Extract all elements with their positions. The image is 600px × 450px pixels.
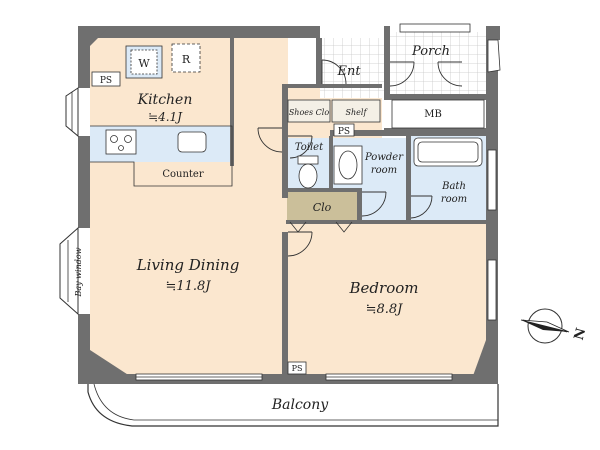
shoes-closet-label: Shoes Clo	[289, 108, 330, 117]
wall-left-upper	[78, 26, 90, 88]
door-closet	[289, 221, 353, 233]
bay-window-label: Bay window	[74, 247, 83, 297]
bathtub	[413, 137, 483, 167]
door-powder	[361, 191, 387, 217]
wall-shoes-top	[282, 84, 382, 88]
window-bath	[487, 149, 497, 211]
wall-bottom	[78, 374, 498, 384]
wall-ld-bedroom	[282, 232, 288, 374]
stove	[105, 129, 137, 155]
window-bay	[59, 226, 79, 316]
kitchen-area: ≒4.1J	[148, 110, 183, 124]
compass-icon	[520, 308, 570, 344]
door-entrance	[321, 59, 347, 85]
window-bedroom-right	[487, 259, 497, 321]
wall-porch-left	[384, 26, 390, 98]
entrance-name: Ent	[336, 64, 361, 79]
shelf	[331, 99, 381, 123]
bedroom-floor	[286, 222, 488, 374]
closet-floor	[287, 192, 357, 222]
sliding-door-ld	[135, 373, 263, 381]
sliding-door-bedroom	[325, 373, 453, 381]
wall-toilet-right	[329, 136, 333, 192]
bedroom-area: ≒8.8J	[366, 302, 404, 317]
door-bath	[410, 195, 433, 219]
balcony-name: Balcony	[271, 397, 329, 413]
wall-entry-left	[316, 38, 322, 86]
porch-opening	[399, 23, 471, 33]
wall-top	[78, 26, 320, 38]
balcony-outline	[87, 384, 499, 427]
compass-north-label: N	[572, 326, 590, 341]
pipe-space-kitchen-label: PS	[100, 76, 112, 86]
shelf-label: Shelf	[346, 108, 369, 117]
pipe-space-bottom	[287, 361, 307, 375]
powder-room-line1: Powder	[364, 152, 404, 163]
wall-closet-right	[357, 188, 362, 222]
wall-powder-bath	[406, 134, 411, 222]
counter-outline	[90, 125, 233, 187]
door-toilet	[288, 135, 313, 159]
bedroom-name: Bedroom	[349, 279, 419, 297]
counter-label: Counter	[162, 169, 203, 180]
kitchen-name: Kitchen	[137, 92, 193, 108]
door-bedroom	[287, 231, 313, 257]
wall-corner-bottom-left	[78, 350, 130, 376]
washbasin	[333, 145, 363, 185]
refrigerator	[171, 43, 201, 73]
meter-box	[391, 99, 485, 129]
wall-bedroom-top	[286, 220, 488, 224]
bath-room-line2: room	[441, 194, 467, 205]
powder-room-line2: room	[371, 165, 397, 176]
window-porch-right	[487, 39, 501, 73]
wall-porch-bottom	[384, 94, 488, 100]
wall-mb-bottom	[384, 128, 488, 132]
door-kitchen	[257, 127, 283, 153]
meter-box-label: MB	[424, 109, 442, 120]
bath-room-line1: Bath	[441, 181, 466, 192]
pipe-space-hall	[333, 123, 355, 137]
wall-closet-top	[286, 188, 362, 192]
toilet-name: Toilet	[295, 142, 324, 153]
shoes-closet	[287, 99, 331, 123]
door-porch	[389, 61, 463, 87]
wall-wet-top	[330, 130, 488, 136]
balcony-rail	[93, 383, 498, 421]
closet-name: Clo	[313, 201, 332, 214]
refrigerator-label: R	[182, 53, 191, 66]
wall-kitchen-right	[230, 38, 234, 166]
porch-name: Porch	[411, 44, 450, 59]
wall-hall-left	[282, 86, 288, 198]
living-dining-area: ≒11.8J	[165, 279, 211, 294]
pipe-space-hall-label: PS	[338, 127, 350, 137]
pipe-space-bottom-label: PS	[292, 364, 303, 373]
wall-left-mid	[78, 136, 90, 228]
window-kitchen	[65, 87, 79, 138]
kitchen-sink	[177, 131, 207, 153]
washer-label: W	[138, 57, 150, 70]
washer	[125, 45, 163, 79]
wall-corner-bottom-right	[470, 340, 498, 384]
living-dining-name: Living Dining	[136, 256, 240, 274]
toilet-bowl	[297, 155, 319, 189]
pipe-space-kitchen	[91, 71, 121, 87]
